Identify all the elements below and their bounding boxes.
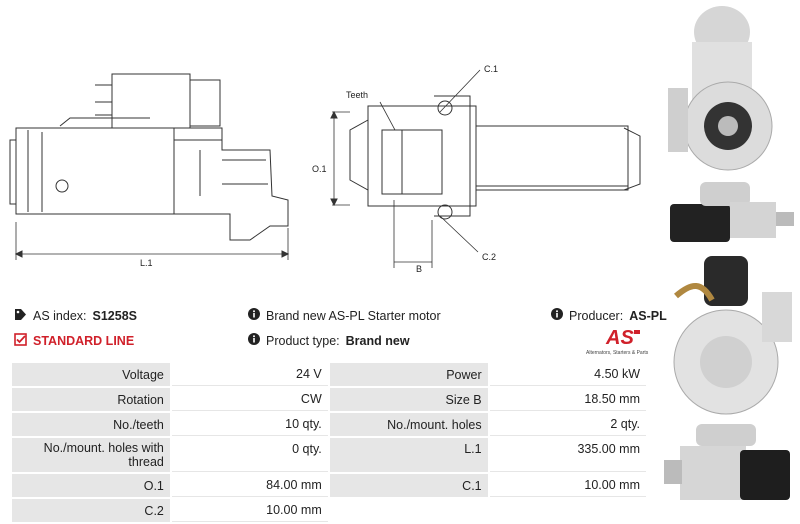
table-row: O.1 84.00 mm C.1 10.00 mm xyxy=(12,474,646,497)
front-view-drawing xyxy=(349,69,641,253)
spec-label: O.1 xyxy=(12,474,170,497)
dim-c1-label: C.1 xyxy=(484,64,498,74)
spec-label: L.1 xyxy=(329,438,488,472)
producer: Producer: AS-PL xyxy=(551,308,667,323)
tag-icon xyxy=(14,308,27,324)
standard-line: STANDARD LINE xyxy=(14,333,134,349)
technical-drawings: L.1 O.1 B C.1 C.2 Teeth xyxy=(9,64,641,274)
spec-value: 18.50 mm xyxy=(489,388,646,411)
producer-value: AS-PL xyxy=(629,308,667,323)
producer-label: Producer: xyxy=(569,308,624,323)
product-photo-side xyxy=(670,182,794,242)
info-icon xyxy=(551,308,563,323)
product-type-label: Product type: xyxy=(266,333,340,348)
spec-value: 10 qty. xyxy=(171,413,328,436)
spec-value: CW xyxy=(171,388,328,411)
spec-label: C.1 xyxy=(329,474,488,497)
spec-value: 2 qty. xyxy=(489,413,646,436)
logo-mark: AS xyxy=(605,327,634,349)
product-type: Product type: Brand new xyxy=(248,333,410,348)
spec-label: Power xyxy=(329,363,488,386)
info-icon xyxy=(248,333,260,348)
dim-c2-label: C.2 xyxy=(482,252,496,262)
as-index: AS index: S1258S xyxy=(14,308,137,324)
dim-b-label: B xyxy=(416,264,422,274)
spec-label xyxy=(329,499,488,522)
spec-label: No./mount. holes with thread xyxy=(12,438,170,472)
logo-tagline: Alternators, Starters & Parts xyxy=(586,350,649,356)
table-row: C.2 10.00 mm xyxy=(12,499,646,522)
spec-label: Rotation xyxy=(12,388,170,411)
spec-value: 10.00 mm xyxy=(171,499,328,522)
check-square-icon xyxy=(14,333,27,349)
product-photo-rear xyxy=(673,256,792,415)
dim-l1-label: L.1 xyxy=(140,258,153,268)
spec-value: 84.00 mm xyxy=(171,474,328,497)
spec-label: Size B xyxy=(329,388,488,411)
teeth-label: Teeth xyxy=(346,90,368,100)
spec-value: 0 qty. xyxy=(171,438,328,472)
spec-label: C.2 xyxy=(12,499,170,522)
table-row: No./teeth 10 qty. No./mount. holes 2 qty… xyxy=(12,413,646,436)
spec-table: Voltage 24 V Power 4.50 kW Rotation CW S… xyxy=(10,361,648,524)
table-row: No./mount. holes with thread 0 qty. L.1 … xyxy=(12,438,646,472)
as-index-value: S1258S xyxy=(92,309,137,323)
as-index-label: AS index: xyxy=(33,309,87,323)
table-row: Voltage 24 V Power 4.50 kW xyxy=(12,363,646,386)
spec-value: 4.50 kW xyxy=(489,363,646,386)
spec-value: 335.00 mm xyxy=(489,438,646,472)
side-view-drawing xyxy=(9,73,289,241)
standard-line-label: STANDARD LINE xyxy=(33,334,135,348)
spec-label: No./teeth xyxy=(12,413,170,436)
dim-o1-label: O.1 xyxy=(312,164,327,174)
spec-value xyxy=(489,499,646,522)
spec-value: 24 V xyxy=(171,363,328,386)
table-row: Rotation CW Size B 18.50 mm xyxy=(12,388,646,411)
spec-label: No./mount. holes xyxy=(329,413,488,436)
product-photo-angle xyxy=(664,424,790,500)
info-icon xyxy=(248,308,260,323)
description-text: Brand new AS-PL Starter motor xyxy=(266,308,441,323)
product-photo-front xyxy=(668,6,773,171)
spec-label: Voltage xyxy=(12,363,170,386)
product-description: Brand new AS-PL Starter motor xyxy=(248,308,441,323)
product-type-value: Brand new xyxy=(345,333,410,348)
spec-value: 10.00 mm xyxy=(489,474,646,497)
as-pl-logo: AS Alternators, Starters & Parts xyxy=(584,322,656,358)
